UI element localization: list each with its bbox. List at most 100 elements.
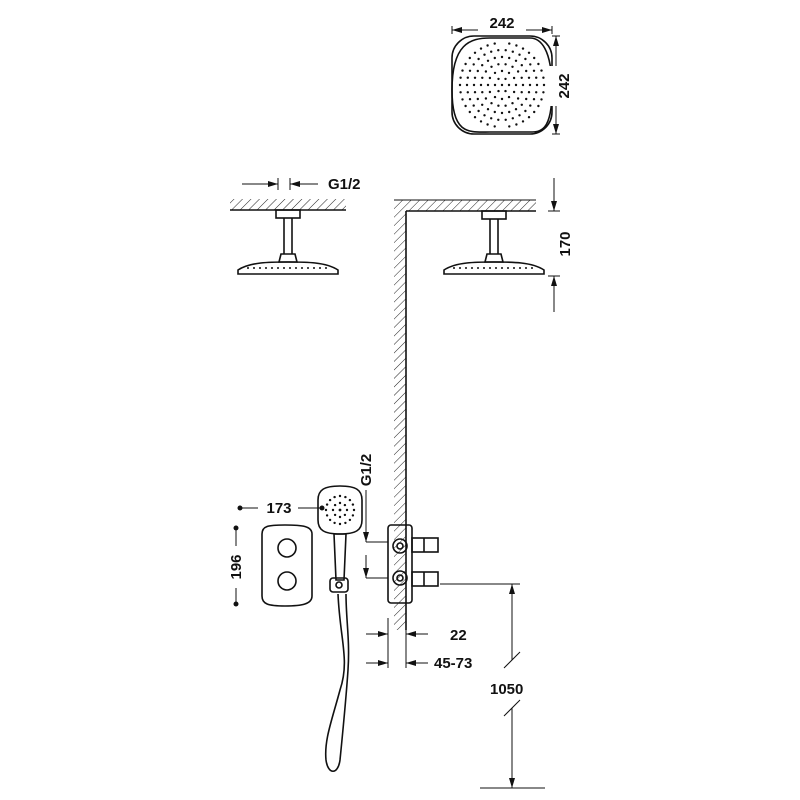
upper-valve bbox=[392, 538, 408, 554]
nozzle-dot bbox=[537, 62, 540, 66]
nozzle-dot bbox=[511, 65, 514, 69]
shower-head-top-view bbox=[451, 35, 553, 135]
nozzle-dot bbox=[486, 123, 489, 126]
nozzle-dot bbox=[344, 495, 347, 499]
nozzle-dot bbox=[527, 76, 531, 80]
nozzle-dot bbox=[493, 110, 496, 114]
outlet-height-dimension: 1050 bbox=[440, 583, 545, 789]
nozzle-dot bbox=[473, 116, 477, 119]
nozzle-dot bbox=[500, 69, 504, 73]
nozzle-dot bbox=[531, 267, 533, 269]
nozzle-dot bbox=[504, 118, 507, 122]
nozzle-dot bbox=[493, 83, 497, 87]
nozzle-dot bbox=[338, 508, 342, 512]
nozzle-dot bbox=[453, 267, 455, 269]
nozzle-dot bbox=[458, 83, 462, 87]
nozzle-dot bbox=[511, 117, 514, 120]
nozzle-dot bbox=[461, 98, 464, 101]
nozzle-dot bbox=[500, 111, 504, 115]
nozzle-dot bbox=[464, 104, 467, 108]
nozzle-dot bbox=[493, 42, 496, 45]
nozzle-dot bbox=[535, 76, 538, 79]
nozzle-dot bbox=[481, 103, 484, 107]
nozzle-dot bbox=[481, 76, 484, 80]
nozzle-dot bbox=[511, 50, 514, 53]
nozzle-dot bbox=[488, 76, 492, 80]
nozzle-dot bbox=[504, 89, 507, 93]
left-shower-head bbox=[237, 261, 339, 275]
left-ceiling-hatch bbox=[230, 199, 346, 210]
nozzle-dot bbox=[325, 503, 329, 506]
nozzle-dot bbox=[521, 83, 525, 87]
nozzle-dot bbox=[468, 56, 471, 60]
head-depth-label: 242 bbox=[556, 73, 573, 98]
nozzle-dot bbox=[520, 76, 523, 80]
nozzle-dot bbox=[519, 267, 521, 269]
nozzle-dot bbox=[504, 104, 507, 107]
plate-height-dimension: 196 bbox=[228, 525, 245, 607]
nozzle-dot bbox=[319, 267, 321, 269]
nozzle-dot bbox=[527, 116, 531, 119]
head-depth-dimension: 242 bbox=[548, 35, 573, 135]
nozzle-dot bbox=[483, 53, 486, 56]
nozzle-dot bbox=[473, 76, 477, 80]
nozzle-dot bbox=[472, 104, 475, 107]
nozzle-dot bbox=[324, 508, 328, 512]
nozzle-dot bbox=[521, 120, 525, 123]
nozzle-dot bbox=[524, 57, 527, 61]
nozzle-dot bbox=[253, 267, 255, 269]
nozzle-dot bbox=[497, 63, 500, 66]
hose bbox=[324, 593, 350, 773]
nozzle-dot bbox=[486, 44, 489, 47]
nozzle-dot bbox=[325, 267, 327, 269]
nozzle-dot bbox=[495, 267, 497, 269]
nozzle-dot bbox=[471, 267, 473, 269]
left-head-nozzles bbox=[247, 267, 327, 269]
nozzle-dot bbox=[518, 53, 521, 56]
nozzle-dot bbox=[521, 47, 525, 50]
nozzle-dot bbox=[307, 267, 309, 269]
nozzle-dot bbox=[513, 267, 515, 269]
upper-handle bbox=[277, 538, 297, 558]
nozzle-dot bbox=[490, 50, 493, 53]
thread-hand-label: G1/2 bbox=[358, 454, 375, 487]
nozzle-dot bbox=[473, 91, 477, 94]
nozzle-dot bbox=[524, 109, 527, 113]
head-width-dimension: 242 bbox=[451, 15, 553, 35]
nozzle-dot bbox=[532, 69, 536, 73]
nozzle-dot bbox=[515, 44, 518, 47]
nozzle-dot bbox=[493, 71, 497, 75]
nozzle-dot bbox=[520, 63, 523, 67]
hand-shower-handle bbox=[333, 533, 347, 581]
hand-shower bbox=[317, 485, 363, 773]
nozzle-dot bbox=[516, 97, 520, 100]
nozzle-dot bbox=[508, 125, 511, 128]
nozzle-dot bbox=[328, 518, 332, 522]
nozzle-dot bbox=[333, 513, 337, 517]
nozzle-dot bbox=[520, 103, 523, 107]
nozzle-dot bbox=[338, 494, 342, 498]
nozzle-dot bbox=[497, 77, 500, 81]
nozzle-dot bbox=[533, 56, 536, 60]
plate-width-label: 173 bbox=[266, 500, 291, 517]
nozzle-dot bbox=[497, 89, 500, 93]
nozzle-dot bbox=[516, 70, 520, 73]
nozzle-dot bbox=[479, 47, 483, 50]
nozzle-dot bbox=[472, 63, 475, 66]
nozzle-dot bbox=[504, 63, 507, 66]
right-ceiling-hatch bbox=[406, 200, 536, 211]
nozzle-dot bbox=[301, 267, 303, 269]
nozzle-dot bbox=[514, 83, 518, 87]
nozzle-dot bbox=[493, 56, 496, 60]
head-width-label: 242 bbox=[489, 15, 514, 32]
nozzle-dot bbox=[520, 91, 523, 94]
nozzle-dots bbox=[458, 42, 546, 128]
nozzle-dot bbox=[514, 59, 518, 62]
nozzle-dot bbox=[338, 501, 342, 505]
nozzle-dot bbox=[489, 267, 491, 269]
nozzle-dot bbox=[518, 114, 521, 117]
nozzle-dot bbox=[459, 267, 461, 269]
plate-depth-dimension: 22 bbox=[366, 618, 467, 668]
nozzle-dot bbox=[295, 267, 297, 269]
nozzle-dot bbox=[464, 62, 467, 66]
